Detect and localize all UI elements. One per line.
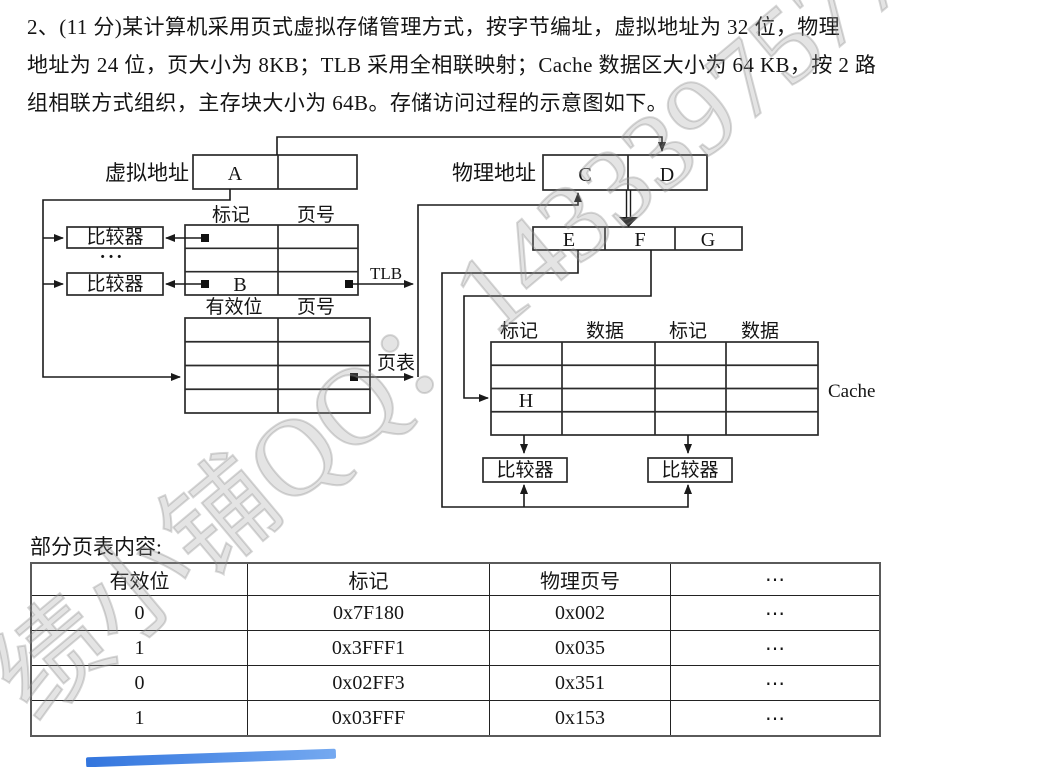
cache-label: Cache: [828, 381, 875, 402]
table-row: 0 0x02FF3 0x351 ⋯: [30, 665, 881, 701]
question-line-2: 地址为 24 位，页大小为 8KB；TLB 采用全相联映射；Cache 数据区大…: [27, 53, 877, 77]
cell-ellipsis: ⋯: [670, 595, 881, 631]
cell-tag: 0x3FFF1: [247, 630, 490, 666]
ppn-to-c-connector: [417, 192, 582, 377]
cell-ellipsis: ⋯: [670, 665, 881, 701]
tlb-tag2-tap-square: [201, 280, 209, 288]
cell-valid: 0: [30, 665, 248, 701]
field-a: A: [228, 163, 243, 185]
cache-tag2-header: 标记: [669, 320, 707, 342]
cache-comparator-2-label: 比较器: [661, 459, 718, 481]
cell-tag: 0x7F180: [247, 595, 490, 631]
cell-ppn: 0x351: [489, 665, 671, 701]
field-d: D: [660, 164, 674, 186]
pt-page-header: 页号: [297, 297, 335, 318]
cell-valid: 1: [30, 700, 248, 737]
cache-data2-header: 数据: [741, 320, 779, 342]
cell-ppn: 0x035: [489, 630, 671, 666]
offset-to-d-connector: [276, 136, 666, 155]
table-row: 0 0x7F180 0x002 ⋯: [30, 595, 881, 631]
pt-valid-header: 有效位: [205, 296, 262, 318]
tlb-page-header: 页号: [297, 205, 335, 226]
cell-ellipsis: ⋯: [670, 700, 881, 737]
virtual-address-label: 虚拟地址: [105, 161, 189, 185]
cell-ppn: 0x153: [489, 700, 671, 737]
field-c: C: [578, 164, 591, 186]
cache-tag1-header: 标记: [500, 320, 538, 342]
cell-tag: 0x02FF3: [247, 665, 490, 701]
tlb-comparator-2-label: 比较器: [86, 273, 143, 295]
virtual-address-box: [192, 154, 358, 190]
tlb-label: TLB: [370, 264, 402, 283]
d-to-f-double-arrow: [619, 190, 638, 227]
table-row: 1 0x03FFF 0x153 ⋯: [30, 700, 881, 737]
tlb-tag-header: 标记: [212, 204, 250, 226]
table-row: 1 0x3FFF1 0x035 ⋯: [30, 630, 881, 666]
cell-ellipsis: ⋯: [670, 630, 881, 666]
cell-ppn: 0x002: [489, 595, 671, 631]
tlb-output-tap-square: [345, 280, 353, 288]
header-physical-page: 物理页号: [489, 562, 671, 596]
physical-address-box: [542, 154, 708, 191]
cache-comparator-2-box: [647, 457, 733, 483]
tlb-tag1-tap-square: [201, 234, 209, 242]
page-table-output-tap-square: [350, 373, 358, 381]
field-g: G: [701, 229, 715, 251]
page-table-label: 页表: [377, 352, 415, 374]
cell-tag: 0x03FFF: [247, 700, 490, 737]
index-f-to-cache-connector: [463, 250, 652, 402]
field-e: E: [563, 229, 575, 251]
field-h: H: [519, 390, 533, 412]
field-f: F: [634, 229, 645, 251]
cache-comparator-1-box: [482, 457, 568, 483]
question-line-1: 2、(11 分)某计算机采用页式虚拟存储管理方式，按字节编址，虚拟地址为 32 …: [27, 15, 841, 39]
header-ellipsis: ⋯: [670, 562, 881, 596]
tlb-comparator-1-label: 比较器: [86, 226, 143, 248]
header-tag: 标记: [247, 562, 490, 596]
tlb-comparator-1-box: [66, 226, 164, 249]
tlb-comparator-2-box: [66, 272, 164, 296]
table-header-row: 有效位 标记 物理页号 ⋯: [30, 562, 881, 596]
page-table-contents: 有效位 标记 物理页号 ⋯ 0 0x7F180 0x002 ⋯ 1 0x3FFF…: [30, 562, 881, 737]
cache-comparator-1-label: 比较器: [496, 459, 553, 481]
field-b: B: [233, 274, 246, 296]
page-table-section-title: 部分页表内容:: [30, 535, 162, 559]
cell-valid: 1: [30, 630, 248, 666]
comparator-ellipsis: ···: [99, 247, 124, 268]
physical-address-fields-box: [532, 226, 743, 251]
tag-e-to-comparators-connector: [441, 250, 692, 508]
physical-address-label: 物理地址: [452, 161, 536, 185]
header-valid-bit: 有效位: [30, 562, 248, 596]
question-text: 2、(11 分)某计算机采用页式虚拟存储管理方式，按字节编址，虚拟地址为 32 …: [27, 8, 1027, 122]
cell-valid: 0: [30, 595, 248, 631]
cache-data1-header: 数据: [586, 320, 624, 342]
question-line-3: 组相联方式组织，主存块大小为 64B。存储访问过程的示意图如下。: [27, 91, 669, 115]
vpn-bus-connector: [42, 189, 231, 381]
tlb-table: [184, 224, 359, 296]
